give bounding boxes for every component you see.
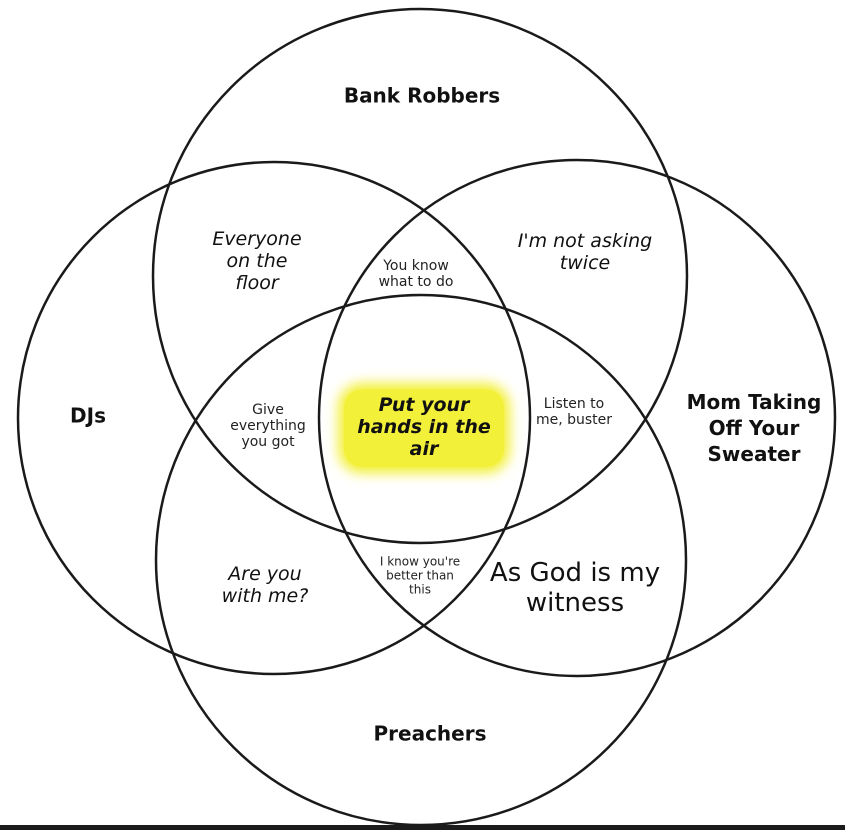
set-label-djs: DJs bbox=[70, 403, 106, 428]
circle-mom bbox=[317, 158, 837, 678]
region-bottom-left: Are you with me? bbox=[221, 563, 309, 607]
circle-bank-robbers bbox=[151, 7, 689, 545]
region-top-left: Everyone on the floor bbox=[212, 228, 302, 294]
set-label-preachers: Preachers bbox=[373, 721, 487, 746]
region-bottom-right: As God is my witness bbox=[489, 558, 661, 618]
region-top-right: I'm not asking twice bbox=[517, 230, 653, 274]
region-bottom-center: I know you're better than this bbox=[379, 554, 461, 596]
set-label-mom: Mom Taking Off Your Sweater bbox=[686, 390, 822, 466]
region-center-right: Listen to me, buster bbox=[535, 395, 613, 428]
region-center-highlighted: Put your hands in the air bbox=[344, 389, 504, 467]
circle-djs bbox=[16, 160, 532, 676]
region-top-center: You know what to do bbox=[378, 257, 454, 290]
set-label-bank-robbers: Bank Robbers bbox=[343, 83, 501, 108]
bottom-border bbox=[0, 825, 845, 830]
region-center-left: Give everything you got bbox=[230, 401, 306, 451]
